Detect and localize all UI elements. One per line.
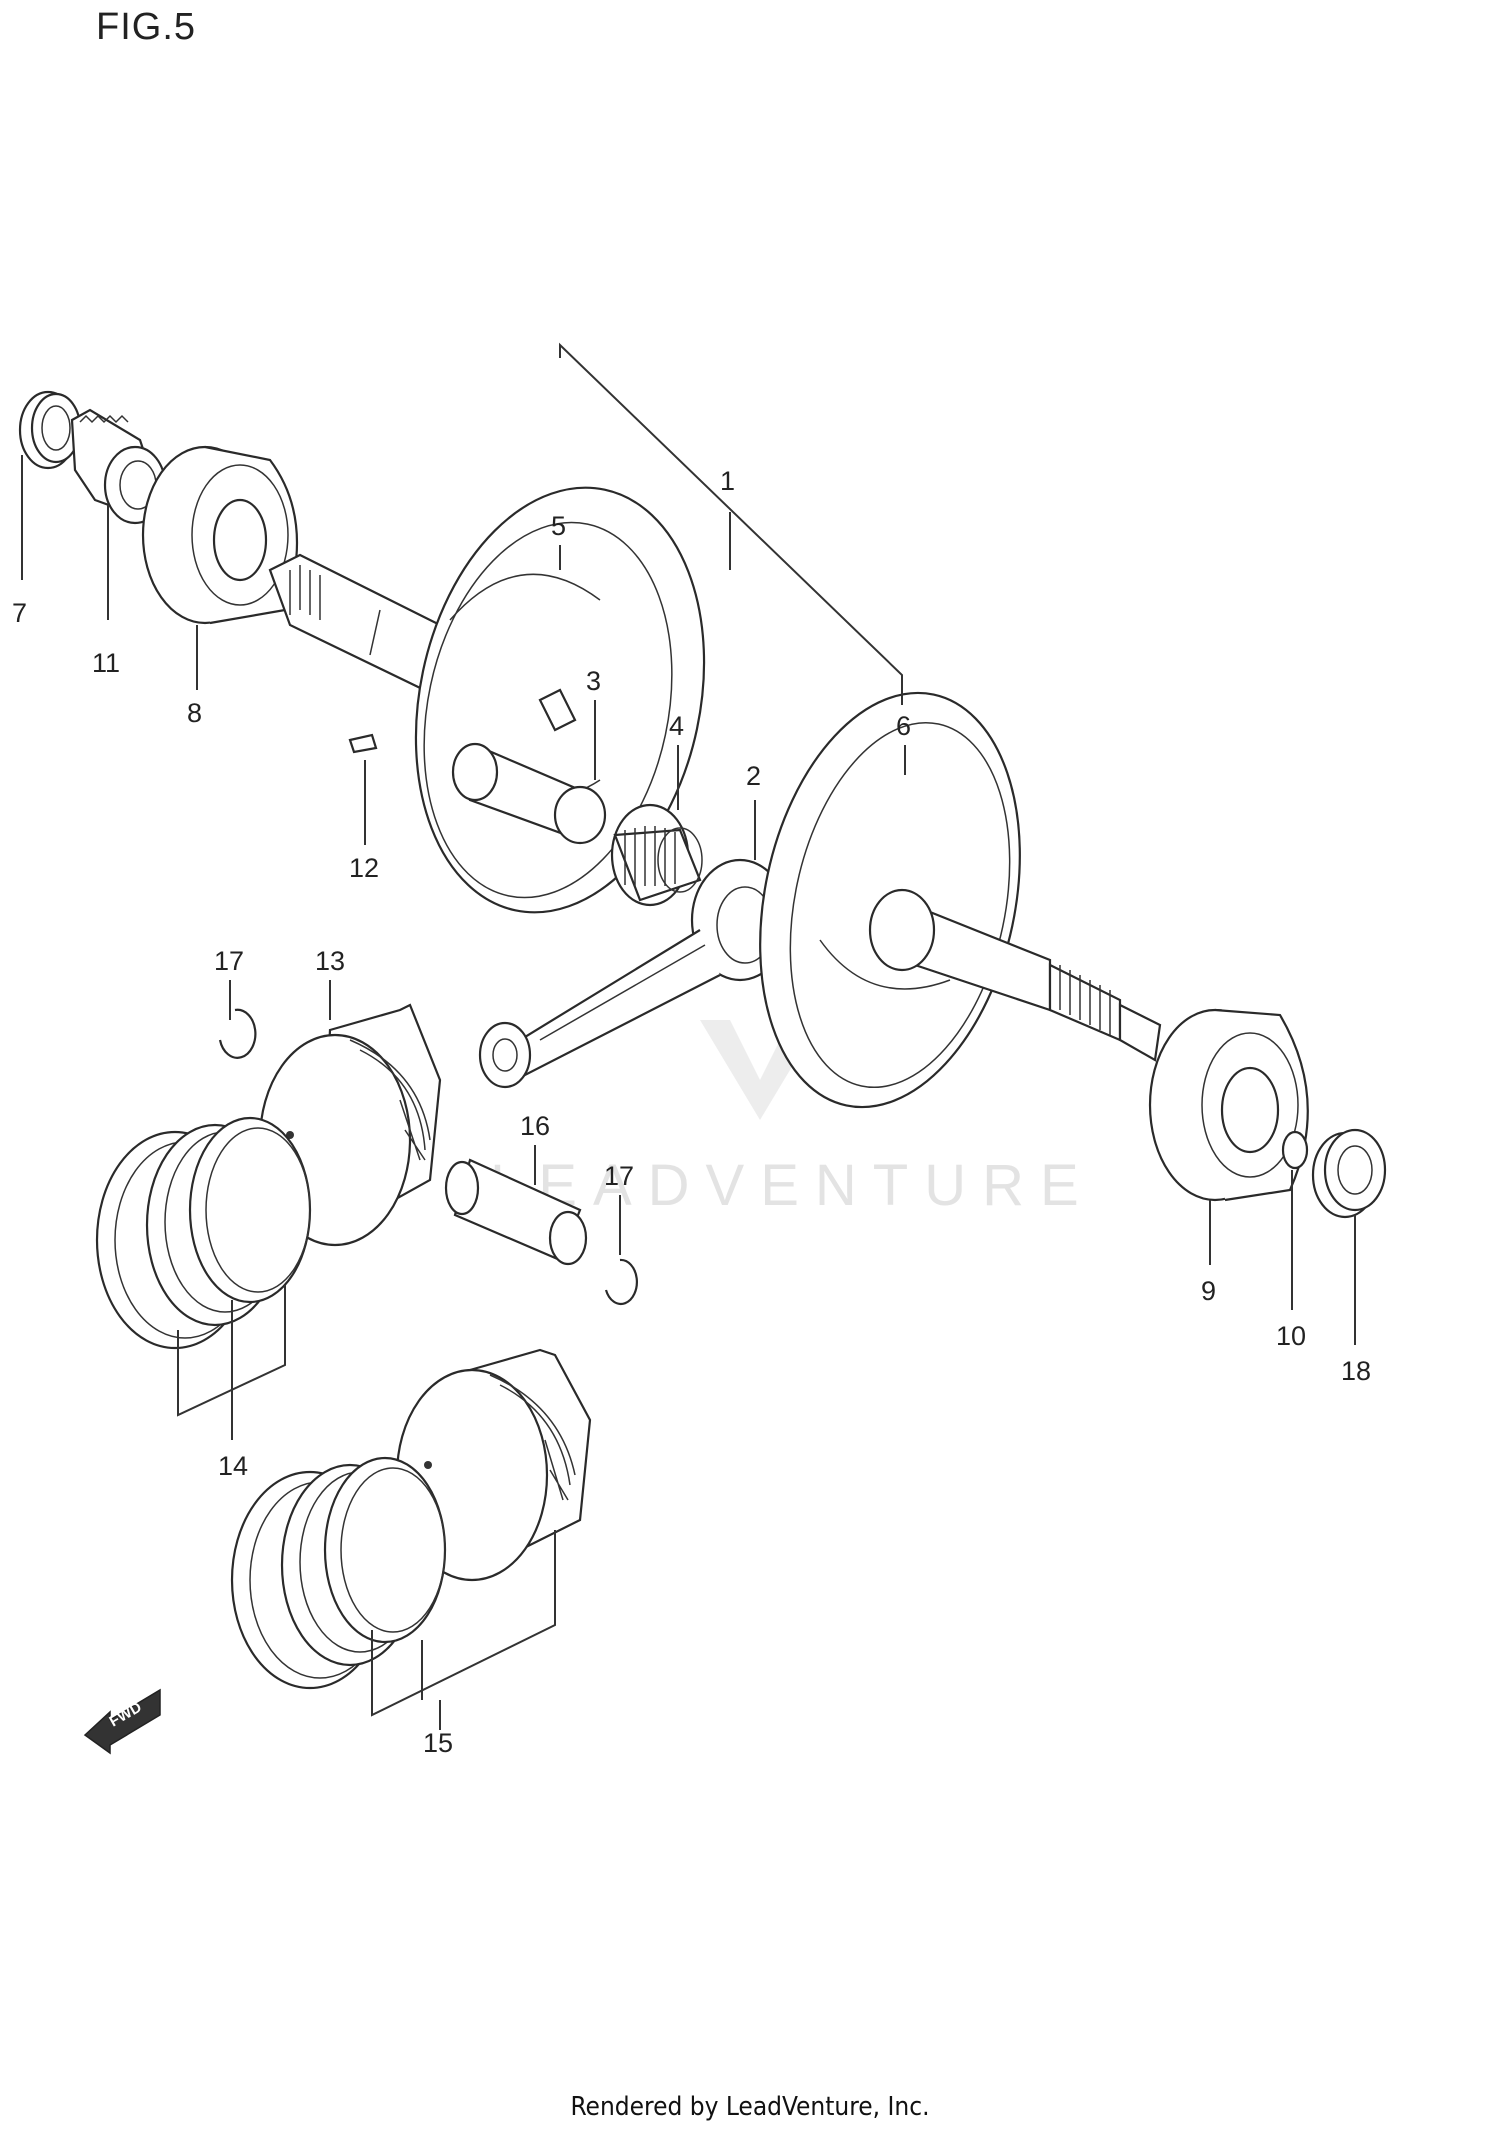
part-14-piston-rings [95, 1116, 312, 1350]
part-7-oil-seal [18, 390, 82, 470]
footer-credit: Rendered by LeadVenture, Inc. [570, 2092, 930, 2122]
part-15-piston-set [230, 1348, 592, 1690]
watermark-text: LEADVENTURE [490, 1153, 1095, 1218]
callout-13: 13 [315, 946, 345, 976]
callout-1: 1 [720, 466, 735, 496]
part-18-oil-seal [1311, 1128, 1387, 1219]
callout-9: 9 [1201, 1276, 1216, 1306]
callout-7: 7 [12, 598, 27, 628]
figure-title: FIG.5 [96, 6, 197, 48]
part-8-bearing [141, 445, 299, 625]
part-4-needle-bearing [610, 803, 703, 907]
callout-8: 8 [187, 698, 202, 728]
callout-2: 2 [746, 761, 761, 791]
callout-5: 5 [551, 511, 566, 541]
callout-16: 16 [520, 1111, 550, 1141]
callout-18: 18 [1341, 1356, 1371, 1386]
callout-labels: 1 5 3 4 2 6 7 11 8 12 17 13 16 17 9 10 1… [12, 466, 1371, 1758]
callout-17-left: 17 [214, 946, 244, 976]
part-9-bearing [1148, 1008, 1309, 1202]
part-17-circlip-left [218, 1008, 257, 1059]
part-10-ring [1281, 1130, 1309, 1170]
callout-6: 6 [896, 711, 911, 741]
part-17-circlip-right [604, 1258, 638, 1306]
forward-direction-arrow: FWD [83, 1688, 161, 1755]
part-12-key [348, 733, 378, 754]
callout-11: 11 [92, 648, 120, 678]
callout-17-right: 17 [604, 1161, 634, 1191]
callout-15: 15 [423, 1728, 453, 1758]
part-3-crank-pin [451, 742, 607, 845]
callout-3: 3 [586, 666, 601, 696]
callout-4: 4 [669, 711, 684, 741]
callout-10: 10 [1276, 1321, 1306, 1351]
callout-12: 12 [349, 853, 379, 883]
callout-14: 14 [218, 1451, 248, 1481]
part-16-piston-pin [444, 1158, 588, 1266]
leader-lines [21, 342, 1356, 1730]
crankshaft-right-shaft [868, 888, 1162, 1062]
